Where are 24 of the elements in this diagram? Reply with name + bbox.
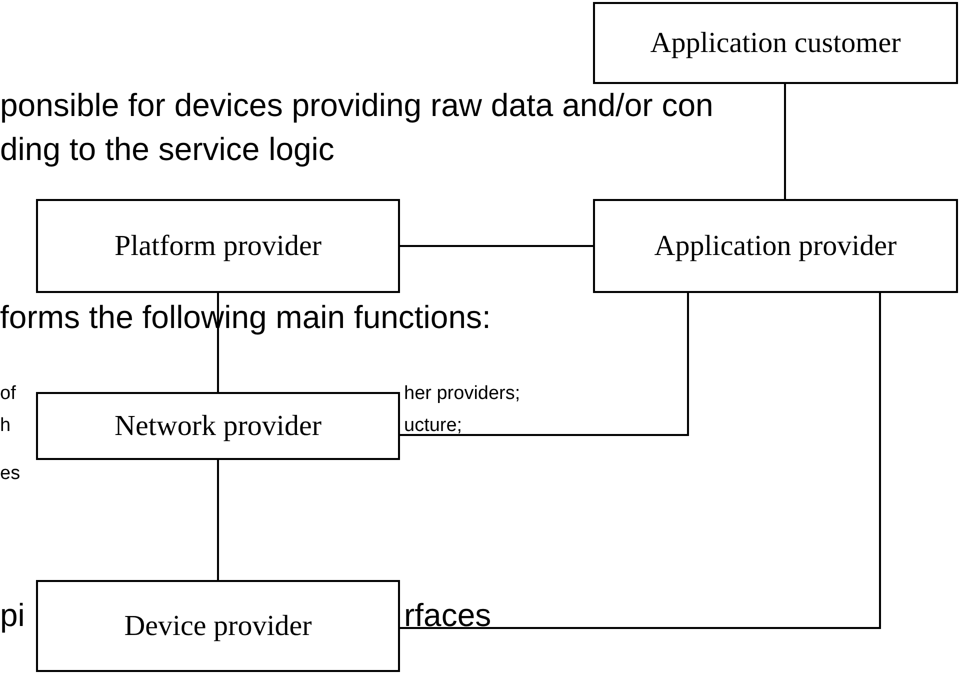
- slide-text: ponsible for devices providing raw data and/or con: [0, 88, 714, 124]
- role-label: Application provider: [654, 230, 897, 262]
- slide-text: her providers;: [404, 384, 520, 405]
- slide-text: ucture;: [404, 416, 462, 437]
- role-box: [36, 580, 400, 672]
- slide-text: h: [0, 416, 11, 437]
- role-box: [36, 392, 400, 460]
- connector-line: [400, 293, 689, 436]
- connector-line: [217, 460, 219, 580]
- slide-text: pi: [0, 598, 25, 634]
- role-label: Network provider: [114, 410, 322, 442]
- role-box: [593, 199, 958, 293]
- role-label: Application customer: [650, 26, 901, 60]
- role-box: [593, 2, 958, 84]
- slide-text: ding to the service logic: [0, 132, 334, 168]
- connector-line: [400, 293, 881, 629]
- connector-line: [400, 245, 593, 247]
- slide-text: es: [0, 464, 20, 485]
- slide-text: rfaces: [404, 598, 492, 634]
- role-box: [36, 199, 400, 293]
- connector-line: [784, 84, 786, 199]
- slide-text: of: [0, 384, 16, 405]
- role-label: Platform provider: [114, 230, 322, 262]
- role-label: Device provider: [124, 610, 312, 642]
